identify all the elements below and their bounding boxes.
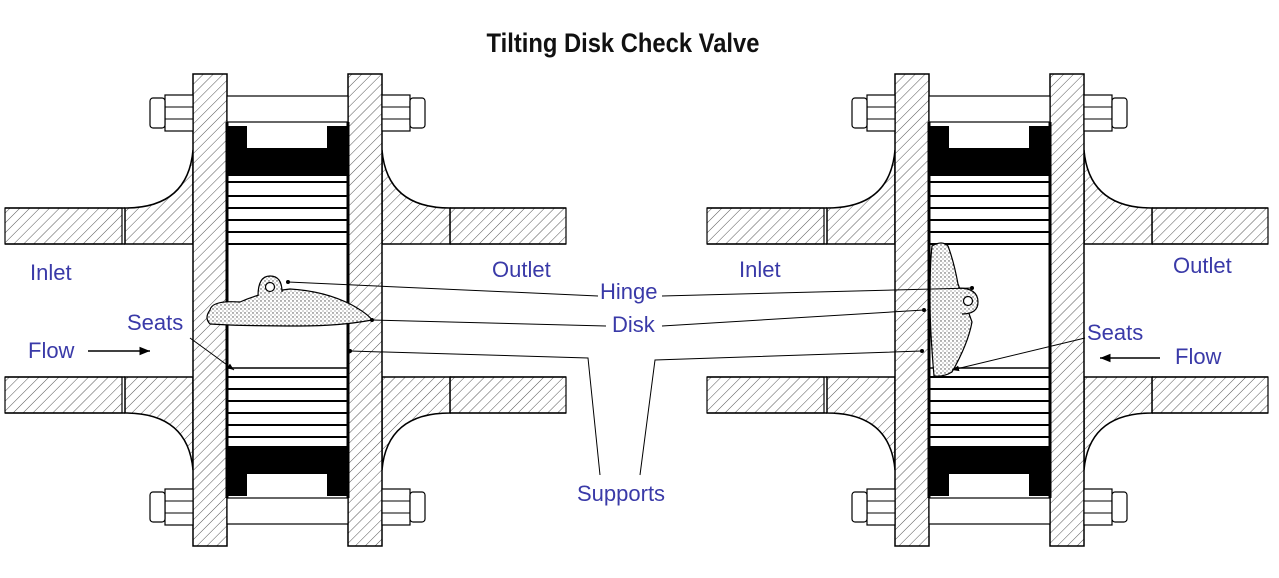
label-inlet-left: Inlet [30, 260, 72, 285]
valve-closed-assembly [705, 72, 1270, 548]
label-supports: Supports [577, 481, 666, 506]
label-seats-left: Seats [127, 310, 184, 335]
leader-lines [189, 281, 1086, 476]
label-disk: Disk [612, 312, 655, 337]
label-seats-right: Seats [1087, 320, 1144, 345]
diagram-title: Tilting Disk Check Valve [486, 28, 760, 58]
label-flow-left: Flow [28, 338, 75, 363]
label-outlet-left: Outlet [492, 257, 551, 282]
label-inlet-right: Inlet [739, 257, 781, 282]
disk-closed [929, 242, 979, 377]
label-hinge: Hinge [600, 279, 658, 304]
label-flow-right: Flow [1175, 344, 1222, 369]
label-outlet-right: Outlet [1173, 253, 1232, 278]
leader-dots [286, 280, 974, 353]
disk-open [206, 275, 374, 327]
